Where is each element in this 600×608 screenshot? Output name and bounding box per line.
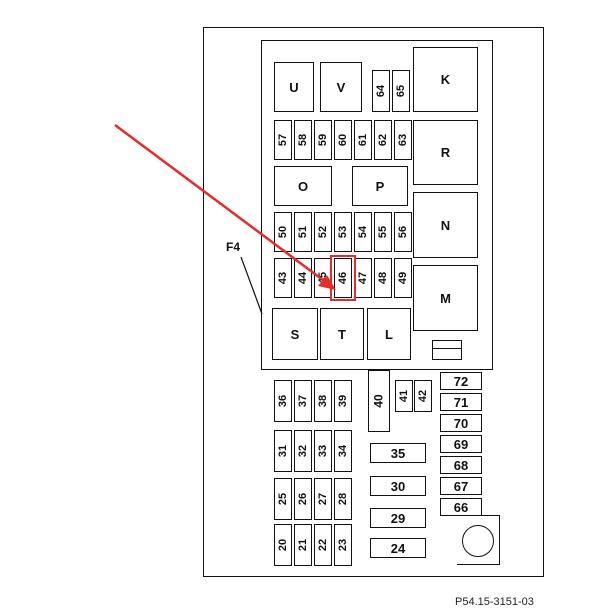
fuse-28: 28 xyxy=(334,478,352,520)
relay-s: S xyxy=(272,308,318,360)
figure-caption: P54.15-3151-03 xyxy=(455,596,534,608)
fuse-51: 51 xyxy=(294,212,312,252)
relay-v: V xyxy=(320,62,362,112)
fuse-61: 61 xyxy=(354,120,372,160)
fuse-34: 34 xyxy=(334,430,352,472)
fuse-56: 56 xyxy=(394,212,412,252)
relay-u-label: U xyxy=(289,79,299,95)
fuse-52: 52 xyxy=(314,212,332,252)
relay-p: P xyxy=(352,166,408,206)
fuse-67-label: 67 xyxy=(453,478,469,494)
relay-o: O xyxy=(274,166,332,206)
fuse-67: 67 xyxy=(440,477,482,495)
fuse-30: 30 xyxy=(370,476,426,496)
red-arrow-head xyxy=(318,275,336,290)
fuse-71: 71 xyxy=(440,393,482,411)
diagram-frame xyxy=(203,27,544,577)
relay-k-label: K xyxy=(440,72,451,87)
fuse-35: 35 xyxy=(370,443,426,463)
fuse-33: 33 xyxy=(314,430,332,472)
connector-block xyxy=(432,340,462,360)
fuse-57: 57 xyxy=(274,120,292,160)
fuse-59: 59 xyxy=(314,120,332,160)
relay-r: R xyxy=(413,120,478,185)
fuse-55: 55 xyxy=(374,212,392,252)
fuse-70-label: 70 xyxy=(453,415,469,431)
fuse-69-label: 69 xyxy=(453,436,469,452)
fuse-36: 36 xyxy=(274,380,292,422)
fuse-46-highlight xyxy=(330,255,356,301)
fuse-20: 20 xyxy=(274,524,292,566)
fuse-63: 63 xyxy=(394,120,412,160)
fuse-62: 62 xyxy=(374,120,392,160)
fuse-66-label: 66 xyxy=(453,499,469,515)
fuse-49: 49 xyxy=(394,258,412,298)
relay-l: L xyxy=(367,308,411,360)
fuse-42: 42 xyxy=(414,380,432,412)
fuse-39: 39 xyxy=(334,380,352,422)
relay-v-label: V xyxy=(336,79,346,95)
ground-stud-circle xyxy=(462,525,494,557)
fuse-60: 60 xyxy=(334,120,352,160)
fuse-64: 64 xyxy=(372,70,390,112)
fuse-46: 46 xyxy=(334,258,352,298)
fuse-25: 25 xyxy=(274,478,292,520)
relay-k: K xyxy=(413,47,478,112)
red-arrow-line xyxy=(114,123,328,285)
relay-o-label: O xyxy=(297,178,309,194)
relay-p-label: P xyxy=(375,178,385,194)
fuse-72: 72 xyxy=(440,372,482,390)
fuse-30-label: 30 xyxy=(390,478,406,494)
fuse-72-label: 72 xyxy=(453,373,469,389)
fuse-35-label: 35 xyxy=(390,445,406,461)
fuse-31: 31 xyxy=(274,430,292,472)
fuse-26: 26 xyxy=(294,478,312,520)
fuse-38: 38 xyxy=(314,380,332,422)
relay-t-label: T xyxy=(338,326,346,342)
fuse-58: 58 xyxy=(294,120,312,160)
relay-r-label: R xyxy=(440,145,451,160)
ground-terminal-frame xyxy=(457,515,500,565)
fuse-32: 32 xyxy=(294,430,312,472)
relay-n-label: N xyxy=(440,217,451,233)
fuse-54: 54 xyxy=(354,212,372,252)
relay-l-label: L xyxy=(385,326,393,342)
fuse-65: 65 xyxy=(392,70,410,112)
fuse-24-label: 24 xyxy=(390,540,406,556)
fuse-71-label: 71 xyxy=(453,394,469,410)
fuse-24: 24 xyxy=(370,538,426,558)
upper-fuse-panel xyxy=(261,40,493,370)
relay-u: U xyxy=(274,62,314,112)
fuse-29-label: 29 xyxy=(390,510,406,526)
fuse-40: 40 xyxy=(368,370,390,432)
fuse-21: 21 xyxy=(294,524,312,566)
fuse-22: 22 xyxy=(314,524,332,566)
fuse-23: 23 xyxy=(334,524,352,566)
relay-n: N xyxy=(413,192,478,258)
fuse-41: 41 xyxy=(395,380,413,412)
fuse-37: 37 xyxy=(294,380,312,422)
fuse-68-label: 68 xyxy=(453,457,469,473)
connector-divider xyxy=(432,348,462,352)
fuse-43: 43 xyxy=(274,258,292,298)
relay-m-label: M xyxy=(440,290,451,306)
fuse-27: 27 xyxy=(314,478,332,520)
fuse-70: 70 xyxy=(440,414,482,432)
fuse-69: 69 xyxy=(440,435,482,453)
fuse-68: 68 xyxy=(440,456,482,474)
relay-m: M xyxy=(413,265,478,331)
fuse-53: 53 xyxy=(334,212,352,252)
callout-label: F4 xyxy=(226,240,241,254)
callout-leader-line xyxy=(240,256,263,315)
relay-t: T xyxy=(320,308,364,360)
relay-s-label: S xyxy=(290,326,300,342)
fuse-48: 48 xyxy=(374,258,392,298)
fuse-29: 29 xyxy=(370,508,426,528)
